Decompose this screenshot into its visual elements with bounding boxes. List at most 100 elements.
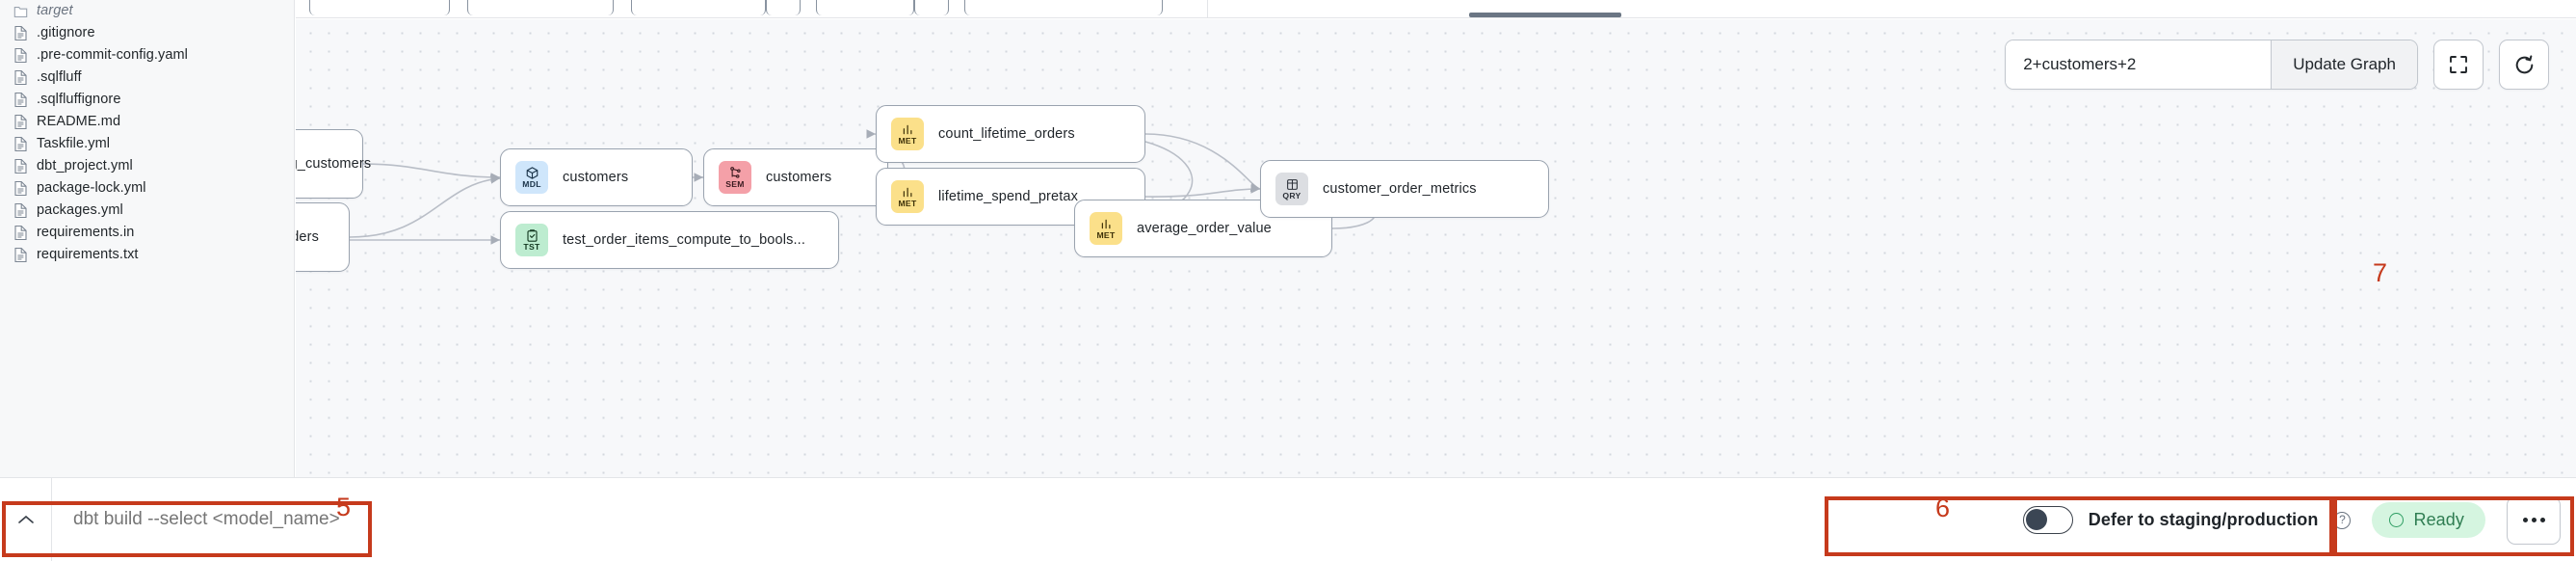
file-list: target .gitignore .pre-commit-config.yam…	[0, 0, 294, 266]
tab-stub-4-close[interactable]	[914, 0, 949, 15]
file-list-item[interactable]: .gitignore	[0, 22, 294, 44]
graph-node-label: lifetime_spend_pretax	[938, 189, 1079, 204]
graph-node-label: stg_customers	[296, 156, 372, 172]
cube-icon: MDL	[515, 161, 548, 194]
editor-tab-strip	[296, 0, 2576, 18]
active-tab-indicator	[1469, 13, 1621, 17]
canvas-top-edge	[296, 18, 2576, 19]
bar-chart-icon: MET	[891, 180, 924, 213]
graph-node-test_order[interactable]: TST test_order_items_compute_to_bools...	[500, 211, 839, 269]
graph-node-orders[interactable]: orders	[296, 202, 350, 272]
file-list-item[interactable]: README.md	[0, 111, 294, 133]
file-list-item[interactable]: target	[0, 0, 294, 22]
graph-node-stg_customers[interactable]: stg_customers	[296, 129, 371, 199]
graph-node-cust_metrics[interactable]: QRY customer_order_metrics	[1260, 160, 1549, 218]
file-list-item-label: dbt_project.yml	[37, 158, 133, 174]
bar-chart-icon: MET	[1090, 212, 1122, 245]
help-circle-icon[interactable]: ?	[2333, 511, 2352, 529]
defer-label: Defer to staging/production	[2088, 510, 2319, 529]
file-list-item[interactable]: requirements.txt	[0, 244, 294, 266]
node-badge-label: TST	[523, 242, 540, 252]
graph-node-label: count_lifetime_orders	[938, 126, 1075, 142]
status-badge-label: Ready	[2413, 510, 2464, 529]
file-list-item[interactable]: .sqlfluff	[0, 67, 294, 89]
node-badge-label: SEM	[725, 179, 745, 189]
file-list-item-label: README.md	[37, 114, 121, 130]
graph-selector-group: Update Graph	[2005, 40, 2418, 90]
graph-panel: stg_customersordersMDLcustomersTSTtest_o…	[296, 0, 2576, 477]
file-list-item-label: Taskfile.yml	[37, 136, 111, 152]
defer-toggle-knob	[2025, 509, 2047, 530]
file-list-item-label: package-lock.yml	[37, 180, 146, 197]
graph-selector-input[interactable]	[2006, 40, 2272, 89]
tab-stub-1[interactable]	[309, 0, 450, 15]
file-icon	[13, 47, 28, 64]
file-icon	[13, 202, 28, 219]
file-list-item-label: .gitignore	[37, 25, 95, 41]
file-list-item-label: .pre-commit-config.yaml	[37, 47, 188, 64]
graph-node-customers_sem[interactable]: SEM customers	[703, 148, 888, 206]
file-list-item-label: target	[37, 3, 73, 19]
command-bar: Defer to staging/production ? Ready	[0, 477, 2576, 561]
defer-control-group: Defer to staging/production ?	[2022, 506, 2352, 534]
fullscreen-icon[interactable]	[2433, 40, 2484, 90]
refresh-icon[interactable]	[2499, 40, 2549, 90]
node-badge-label: MET	[898, 136, 917, 146]
lineage-graph-canvas[interactable]: stg_customersordersMDLcustomersTSTtest_o…	[296, 18, 2576, 477]
graph-node-label: customer_order_metrics	[1323, 181, 1477, 197]
chevron-up-icon[interactable]	[0, 477, 52, 561]
file-list-item[interactable]: dbt_project.yml	[0, 155, 294, 177]
file-icon	[13, 158, 28, 174]
file-list-item-label: .sqlfluffignore	[37, 92, 121, 108]
graph-node-label: average_order_value	[1137, 221, 1272, 236]
node-badge-label: MDL	[522, 179, 541, 189]
tab-stub-3-close[interactable]	[766, 0, 801, 15]
semantic-graph-icon: SEM	[719, 161, 751, 194]
bar-chart-icon: MET	[891, 118, 924, 150]
file-list-item[interactable]: package-lock.yml	[0, 177, 294, 200]
file-list-item-label: .sqlfluff	[37, 69, 82, 86]
graph-node-label: orders	[296, 229, 319, 245]
status-circle-icon	[2389, 513, 2405, 527]
tab-stub-5[interactable]	[964, 0, 1163, 15]
query-table-icon: QRY	[1275, 173, 1308, 205]
graph-node-count_lifetime[interactable]: MET count_lifetime_orders	[876, 105, 1145, 163]
file-icon	[13, 225, 28, 241]
file-icon	[13, 136, 28, 152]
file-icon	[13, 247, 28, 263]
tab-stub-2[interactable]	[467, 0, 614, 15]
command-bar-right: Defer to staging/production ? Ready	[2022, 478, 2561, 561]
update-graph-button[interactable]: Update Graph	[2271, 40, 2417, 89]
ellipsis-icon[interactable]	[2507, 495, 2561, 545]
file-icon	[13, 180, 28, 197]
file-list-item-label: requirements.txt	[37, 247, 139, 263]
graph-node-label: test_order_items_compute_to_bools...	[563, 232, 806, 248]
file-explorer: target .gitignore .pre-commit-config.yam…	[0, 0, 295, 477]
graph-node-label: customers	[766, 170, 832, 185]
tab-stub-3[interactable]	[631, 0, 766, 15]
file-list-item[interactable]: requirements.in	[0, 222, 294, 244]
file-icon	[13, 114, 28, 130]
file-list-item[interactable]: .sqlfluffignore	[0, 89, 294, 111]
tab-strip-divider	[1207, 0, 1208, 18]
node-badge-label: MET	[898, 199, 917, 208]
status-badge[interactable]: Ready	[2372, 502, 2485, 538]
file-list-item-label: packages.yml	[37, 202, 123, 219]
file-list-item-label: requirements.in	[37, 225, 135, 241]
graph-toolbar: Update Graph	[2005, 40, 2549, 90]
command-input[interactable]	[52, 509, 591, 530]
file-list-item[interactable]: Taskfile.yml	[0, 133, 294, 155]
tab-stub-4[interactable]	[816, 0, 914, 15]
node-badge-label: MET	[1096, 230, 1116, 240]
defer-toggle[interactable]	[2022, 506, 2073, 534]
file-icon	[13, 25, 28, 41]
node-badge-label: QRY	[1282, 191, 1301, 200]
clipboard-check-icon: TST	[515, 224, 548, 256]
file-icon	[13, 69, 28, 86]
file-icon	[13, 92, 28, 108]
file-list-item[interactable]: packages.yml	[0, 200, 294, 222]
file-list-item[interactable]: .pre-commit-config.yaml	[0, 44, 294, 67]
folder-icon	[13, 3, 28, 19]
